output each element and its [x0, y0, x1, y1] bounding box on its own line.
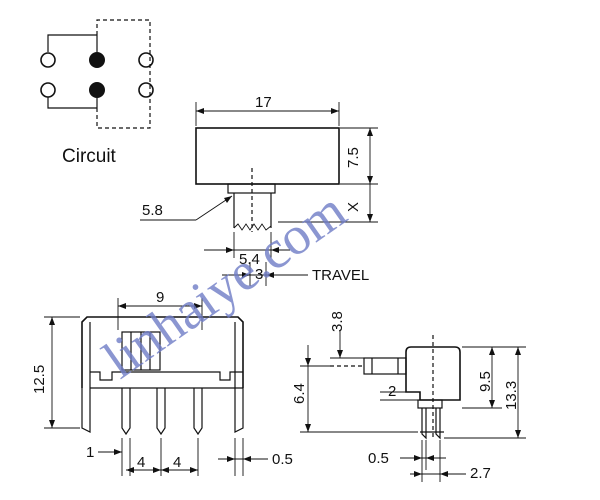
dim-stem-offset-5-8: 5.8 [142, 202, 163, 219]
switch-body-side-view [405, 346, 461, 401]
pin-2 [156, 388, 166, 436]
front-view: 9 12.5 1 4 4 0.5 [31, 289, 293, 476]
circuit-label: Circuit [62, 146, 117, 167]
side-view: 3.8 6.4 2 9.5 13.3 0.5 [291, 311, 526, 482]
dim-knob-top-3-8: 3.8 [329, 311, 346, 332]
dim-pin-thickness-0-5: 0.5 [368, 450, 389, 467]
side-pin-left [421, 408, 427, 440]
dim-total-height-13-3: 13.3 [503, 381, 520, 410]
dim-knob-height-6-4: 6.4 [291, 383, 308, 404]
contact-common-bottom [89, 82, 105, 98]
circuit-solid-link-bottom [47, 97, 97, 109]
dim-pin-gap-1: 1 [86, 444, 94, 461]
contact-open-bl [40, 82, 56, 98]
circuit-dashed-link [96, 19, 151, 129]
dim-body-height-9-5: 9.5 [477, 371, 494, 392]
dim-width-9: 9 [156, 289, 164, 306]
pin-1 [121, 388, 131, 436]
contact-open-tr [138, 52, 154, 68]
dim-pitch-4-a: 4 [137, 454, 145, 471]
dim-height-12-5: 12.5 [31, 365, 48, 394]
dim-width-17: 17 [255, 94, 272, 111]
mount-leg-left [81, 388, 91, 433]
circuit-symbol: Circuit [40, 19, 154, 167]
circuit-solid-link-top [47, 34, 97, 52]
actuator-side [363, 357, 407, 375]
contact-open-br [138, 82, 154, 98]
travel-label: TRAVEL [312, 267, 369, 284]
mount-leg-right [234, 388, 244, 433]
top-view: 17 7.5 X 5.8 5.4 3 TRAVEL [140, 94, 378, 286]
side-pin-right [435, 408, 441, 440]
dim-x: X [345, 202, 362, 212]
dim-height-7-5: 7.5 [345, 147, 362, 168]
switch-body-top-view [195, 127, 340, 185]
dim-step-2: 2 [388, 383, 396, 400]
dim-stem-width-5-4: 5.4 [239, 251, 260, 268]
contact-open-tl [40, 52, 56, 68]
watermark: linhaiye.com [92, 180, 356, 390]
dim-pin-width-2-7: 2.7 [470, 465, 491, 482]
contact-common-top [89, 52, 105, 68]
pin-3 [193, 388, 203, 436]
dim-travel-3: 3 [255, 266, 263, 283]
front-frame [81, 316, 244, 388]
dim-pitch-4-b: 4 [173, 454, 181, 471]
dim-thickness-0-5: 0.5 [272, 451, 293, 468]
